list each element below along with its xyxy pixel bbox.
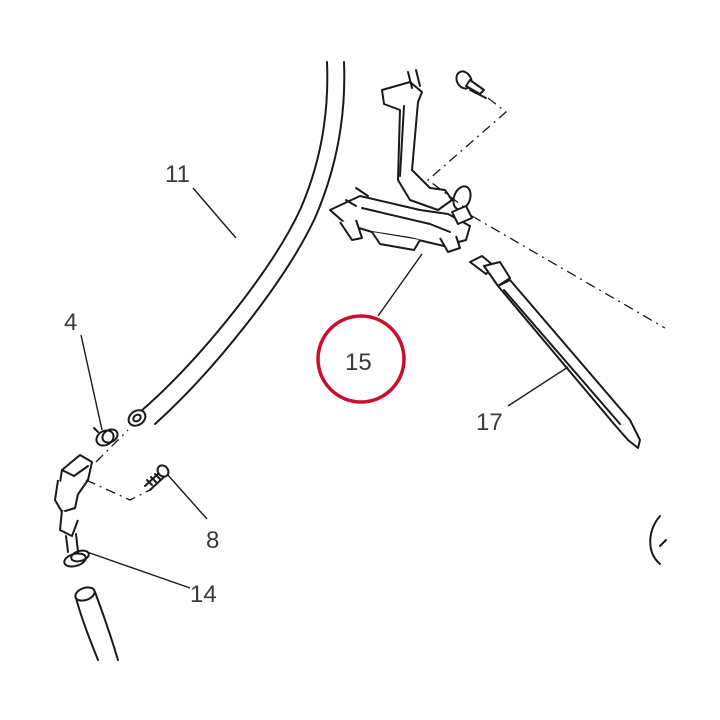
clip-part-14 [63, 549, 90, 568]
connector-assembly [54, 454, 93, 553]
callout-8: 8 [206, 527, 219, 554]
lower-hose [74, 586, 119, 661]
callout-15: 15 [345, 349, 372, 376]
clip-part-4 [93, 427, 119, 447]
bracket-part-15 [329, 69, 473, 253]
callout-17: 17 [476, 409, 503, 436]
screw-top-right [455, 70, 487, 99]
callout-4: 4 [64, 309, 77, 336]
callout-11: 11 [165, 161, 190, 188]
strap-part-17 [469, 255, 641, 449]
screw-part-8 [144, 464, 170, 491]
partial-part-right [649, 515, 667, 565]
leader-lines [80, 187, 569, 589]
callout-14: 14 [190, 581, 217, 608]
highlight-circle [316, 314, 406, 404]
hose-part-11 [127, 61, 346, 427]
assembly-lines [85, 97, 666, 501]
